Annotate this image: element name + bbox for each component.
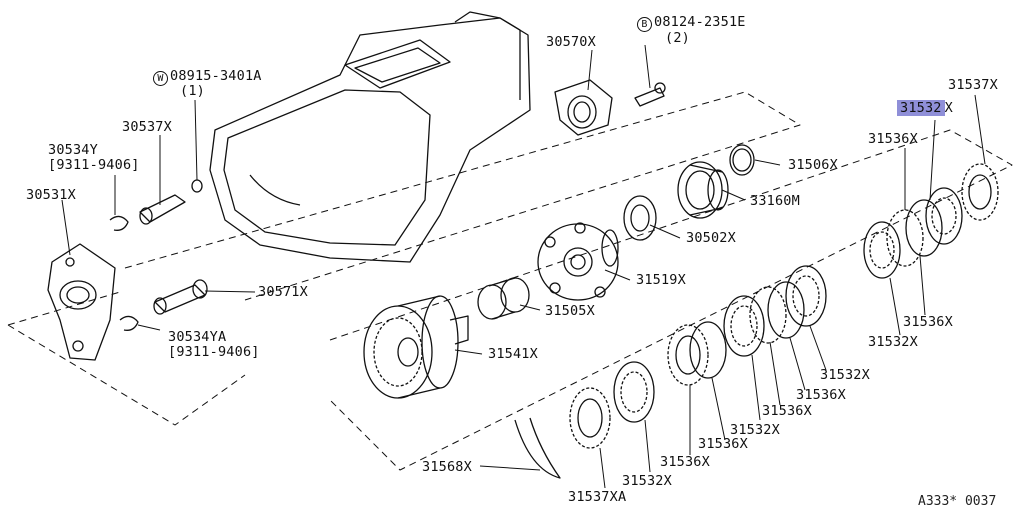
clip-30534ya — [119, 315, 139, 331]
label-30537x: 30537X — [122, 119, 172, 135]
label-31519x: 31519X — [636, 272, 686, 288]
diagram-reference: A333* 0037 — [918, 494, 997, 509]
ring-gear-31541x — [363, 295, 469, 399]
label-31505x: 31505X — [545, 303, 595, 319]
label-08915-qty: (1) — [180, 83, 205, 99]
clip-30534y — [109, 215, 129, 231]
assembly-outline-upper — [7, 91, 801, 426]
suffix: X — [944, 100, 953, 116]
bolt-30537x — [139, 179, 203, 225]
label-31536x-right: 31536X — [903, 314, 953, 330]
part-number: 08915-3401A — [170, 68, 262, 84]
label-30531x: 30531X — [26, 187, 76, 203]
label-30534y: 30534Y — [48, 142, 98, 158]
label-31532x-mid2: 31532X — [730, 422, 780, 438]
label-30534y-range: [9311-9406] — [48, 157, 140, 173]
label-30534ya-range: [9311-9406] — [168, 344, 260, 360]
seal-31506x — [729, 144, 755, 176]
label-30534ya: 30534YA — [168, 329, 227, 345]
carrier-31519x — [537, 222, 619, 301]
w-symbol-icon: W — [153, 71, 168, 86]
label-31532x-right: 31532X — [868, 334, 918, 350]
adapter-plate-30531x — [47, 243, 116, 361]
flange-30570x — [554, 79, 613, 136]
label-31541x: 31541X — [488, 346, 538, 362]
label-31568x: 31568X — [422, 459, 472, 475]
label-30571x: 30571X — [258, 284, 308, 300]
leader-lines — [61, 44, 986, 489]
part-number: 08124-2351E — [654, 14, 746, 30]
label-31536x-mid4: 31536X — [660, 454, 710, 470]
bearing-33160m — [677, 161, 729, 219]
clutch-pack-lower — [569, 265, 827, 449]
label-31536x-top: 31536X — [868, 131, 918, 147]
bolt-08124 — [634, 82, 666, 107]
clutch-pack-upper — [863, 163, 999, 279]
assembly-outline-lower — [329, 129, 1013, 471]
label-30570x: 30570X — [546, 34, 596, 50]
label-31506x: 31506X — [788, 157, 838, 173]
label-30502x: 30502X — [686, 230, 736, 246]
bearing-30502x — [623, 195, 657, 241]
label-31537xa: 31537XA — [568, 489, 627, 505]
label-31537x-top: 31537X — [948, 77, 998, 93]
label-31532x-bottom: 31532X — [622, 473, 672, 489]
highlighted-part[interactable]: 31532 — [897, 100, 945, 116]
label-31536x-mid2: 31536X — [762, 403, 812, 419]
b-symbol-icon: B — [637, 17, 652, 32]
label-31536x-mid3: 31536X — [698, 436, 748, 452]
label-08124-qty: (2) — [665, 30, 690, 46]
sleeve-31505x — [477, 277, 530, 320]
label-33160m: 33160M — [750, 193, 800, 209]
bolt-30571x — [153, 279, 208, 315]
label-31532x-mid: 31532X — [820, 367, 870, 383]
label-31536x-mid1: 31536X — [796, 387, 846, 403]
transfer-case-housing — [209, 11, 531, 263]
snap-ring-31568x — [514, 417, 561, 479]
